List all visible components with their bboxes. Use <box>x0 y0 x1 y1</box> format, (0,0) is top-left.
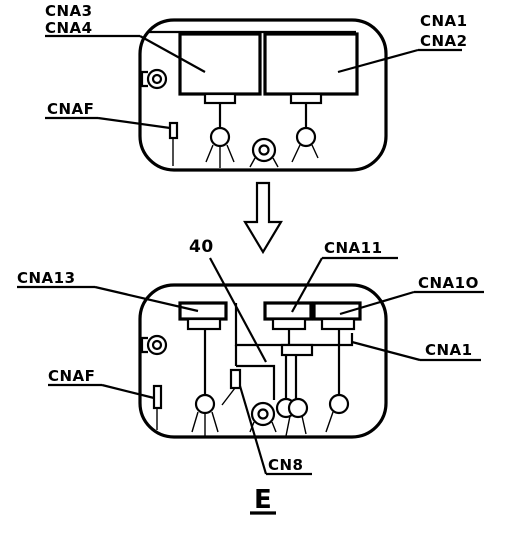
figure-label: E <box>254 485 272 515</box>
connector-cna3-cna4 <box>178 32 262 96</box>
bottom-cnaf-connector <box>152 384 163 410</box>
label-40: 40 <box>189 237 214 257</box>
bottom-leaders <box>17 256 484 476</box>
down-arrow-icon <box>243 181 283 255</box>
label-cnaf-bottom: CNAF <box>48 367 95 385</box>
connector-cn8 <box>229 368 242 390</box>
label-cna4: CNA4 <box>45 19 93 37</box>
top-left-terminal <box>146 68 168 90</box>
label-cna3: CNA3 <box>45 2 93 20</box>
connector-cna11 <box>263 301 313 321</box>
label-cna1-top: CNA1 <box>420 12 468 30</box>
top-cnaf-connector <box>168 121 179 140</box>
label-cn8: CN8 <box>268 456 304 474</box>
connector-cna1-cna2 <box>263 32 359 96</box>
label-cna2: CNA2 <box>420 32 468 50</box>
top-panel-outline <box>138 18 388 172</box>
connector-cna13 <box>178 301 228 321</box>
label-cna10: CNA1O <box>418 274 479 292</box>
top-panel <box>138 18 388 172</box>
label-cna11: CNA11 <box>324 239 383 257</box>
top-leaders <box>45 34 462 130</box>
bottom-panel <box>138 283 388 439</box>
label-cnaf-top: CNAF <box>47 100 94 118</box>
bottom-panel-outline <box>138 283 388 439</box>
label-cna13: CNA13 <box>17 269 76 287</box>
label-cna1-bottom: CNA1 <box>425 341 473 359</box>
bottom-left-terminal <box>146 334 168 356</box>
